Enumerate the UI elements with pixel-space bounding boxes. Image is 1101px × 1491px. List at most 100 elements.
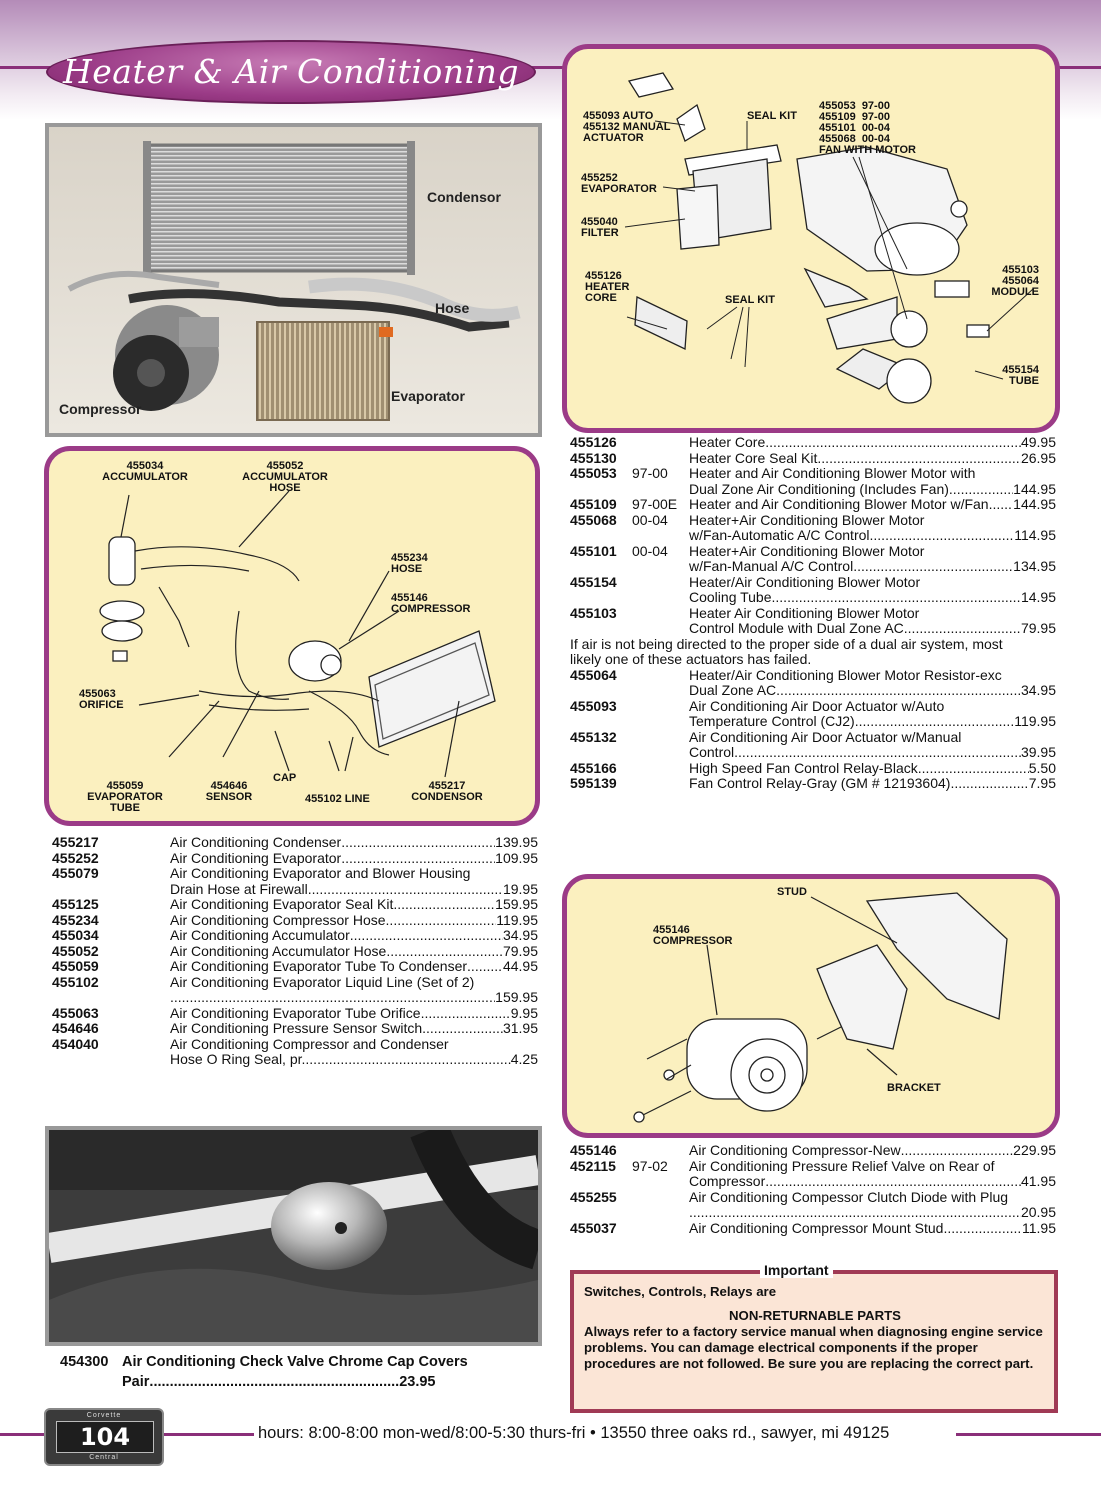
part-price: 39.95 (1020, 744, 1056, 760)
part-price: 144.95 (1013, 480, 1056, 497)
part-price: 44.95 (502, 958, 538, 974)
part-price: 134.95 (1013, 558, 1056, 574)
label-sensor: 454646 SENSOR (205, 780, 253, 803)
part-year: 00-04 (632, 511, 668, 528)
label-evap-tube: 455059 EVAPORATOR TUBE (87, 780, 163, 814)
label-evaporator: 455252 EVAPORATOR (581, 172, 657, 195)
part-number: 454646 (52, 1020, 99, 1036)
part-text: Cooling Tube (689, 589, 772, 605)
part-text: Heater Core Seal Kit (689, 449, 818, 466)
part-number: 455252 (52, 849, 99, 866)
part-number: 455102 (52, 973, 99, 990)
part-price: 31.95 (502, 1020, 538, 1036)
part-line: Air Conditioning Evaporator Tube To Cond… (170, 958, 538, 975)
part-number: 595139 (570, 775, 617, 791)
leader-dots: ........................................… (903, 621, 1021, 636)
leader-dots: ........................................… (393, 897, 495, 912)
part-number: 455093 (570, 697, 617, 714)
part-number: 455126 (570, 434, 617, 450)
part-text: Control Module with Dual Zone AC (689, 620, 904, 636)
part-line: w/Fan-Automatic A/C Control.............… (689, 527, 1056, 544)
part-price: 19.95 (502, 880, 538, 897)
label-stud: STUD (777, 886, 807, 898)
important-title: Important (760, 1262, 833, 1278)
part-text: Air Conditioning Evaporator Seal Kit (170, 896, 394, 912)
part-price: 20.95 (1020, 1204, 1056, 1220)
leader-dots: ........................................… (765, 1174, 1021, 1189)
part-line: Fan Control Relay-Gray (GM # 12193604)..… (689, 775, 1056, 792)
part-line: Air Conditioning Evaporator.............… (170, 849, 538, 867)
part-number: 452115 (570, 1157, 616, 1174)
part-description: Air Conditioning Check Valve Chrome Cap … (122, 1354, 468, 1370)
part-price: 109.95 (495, 849, 538, 866)
leader-dots: ........................................… (869, 528, 1015, 543)
part-text: Air Conditioning Accumulator (170, 927, 350, 943)
leader-dots: ........................................… (771, 590, 1021, 605)
important-notice: Switches, Controls, Relays are NON-RETUR… (570, 1270, 1058, 1413)
important-line1: Switches, Controls, Relays are (584, 1284, 777, 1299)
part-price: 34.95 (502, 927, 538, 943)
leader-dots: ........................................… (341, 835, 495, 850)
part-price: 5.50 (1028, 759, 1056, 776)
leader-dots: ........................................… (422, 1021, 503, 1036)
part-line: Control Module with Dual Zone AC........… (689, 620, 1056, 637)
label-accumulator: 455034 ACCUMULATOR (102, 460, 188, 483)
part-text: Air Conditioning Compressor Mount Stud (689, 1219, 944, 1236)
part-text: Compressor (689, 1173, 766, 1189)
part-number: 454300 (60, 1354, 109, 1370)
footer-rule-left (0, 1433, 46, 1436)
leader-dots: ........................................… (170, 990, 495, 1005)
part-year: 00-04 (632, 542, 668, 559)
list-note: If air is not being directed to the prop… (570, 636, 1056, 668)
part-description-line2: Pair....................................… (122, 1374, 436, 1390)
part-description: Air Conditioning Compressor and Condense… (170, 1035, 449, 1052)
leader-dots: ........................................… (341, 850, 495, 866)
label-compressor: 455146 COMPRESSOR (391, 592, 471, 615)
part-text: Air Conditioning Evaporator Tube Orifice (170, 1004, 421, 1021)
leader-dots: ........................................… (853, 559, 1013, 574)
label-cap: CAP (273, 772, 297, 784)
part-description: Heater+Air Conditioning Blower Motor (689, 511, 925, 528)
part-text: Air Conditioning Pressure Sensor Switch (170, 1020, 423, 1036)
label-seal-kit-mid: SEAL KIT (725, 294, 775, 306)
photo-label-hose: Hose (435, 300, 470, 316)
list-item: 454646 Air Conditioning Pressure Sensor S… (52, 1020, 538, 1037)
leader-dots: ........................................… (385, 912, 497, 928)
part-line: Air Conditioning Pressure Sensor Switch.… (170, 1020, 538, 1037)
part-line: Air Conditioning Condenser..............… (170, 834, 538, 851)
blower-diagram-art (624, 72, 1034, 404)
part-number: 455146 (570, 1142, 617, 1158)
section-title-badge: Heater & Air Conditioning (46, 40, 536, 104)
part-text: Temperature Control (CJ2) (689, 713, 855, 729)
part-number: 455217 (52, 834, 99, 850)
footer-rule-mid (164, 1433, 254, 1436)
label-fan-motor: 455053 97-00 455109 97-00 455101 00-04 4… (819, 100, 916, 156)
part-line: Air Conditioning Compressor Hose........… (170, 912, 538, 929)
label-seal-kit-top: SEAL KIT (747, 110, 797, 122)
part-price: 49.95 (1020, 434, 1056, 450)
leader-dots: ........................................… (305, 1052, 511, 1067)
leader-dots: ........................................… (765, 435, 1021, 450)
section-title: Heater & Air Conditioning (63, 52, 519, 91)
part-text: Fan Control Relay-Gray (GM # 12193604) (689, 775, 951, 791)
part-number: 455166 (570, 759, 617, 776)
part-line: Temperature Control (CJ2)...............… (689, 713, 1056, 730)
part-text: Dual Zone Air Conditioning (Includes Fan… (689, 480, 949, 497)
part-text: w/Fan-Manual A/C Control (689, 558, 854, 574)
part-number: 455064 (570, 666, 617, 683)
header-rule-left (0, 66, 60, 69)
part-text: Heater Core (689, 434, 766, 450)
label-hose: 455234 HOSE (391, 552, 428, 575)
label-compressor-2: 455146 COMPRESSOR (653, 924, 733, 947)
